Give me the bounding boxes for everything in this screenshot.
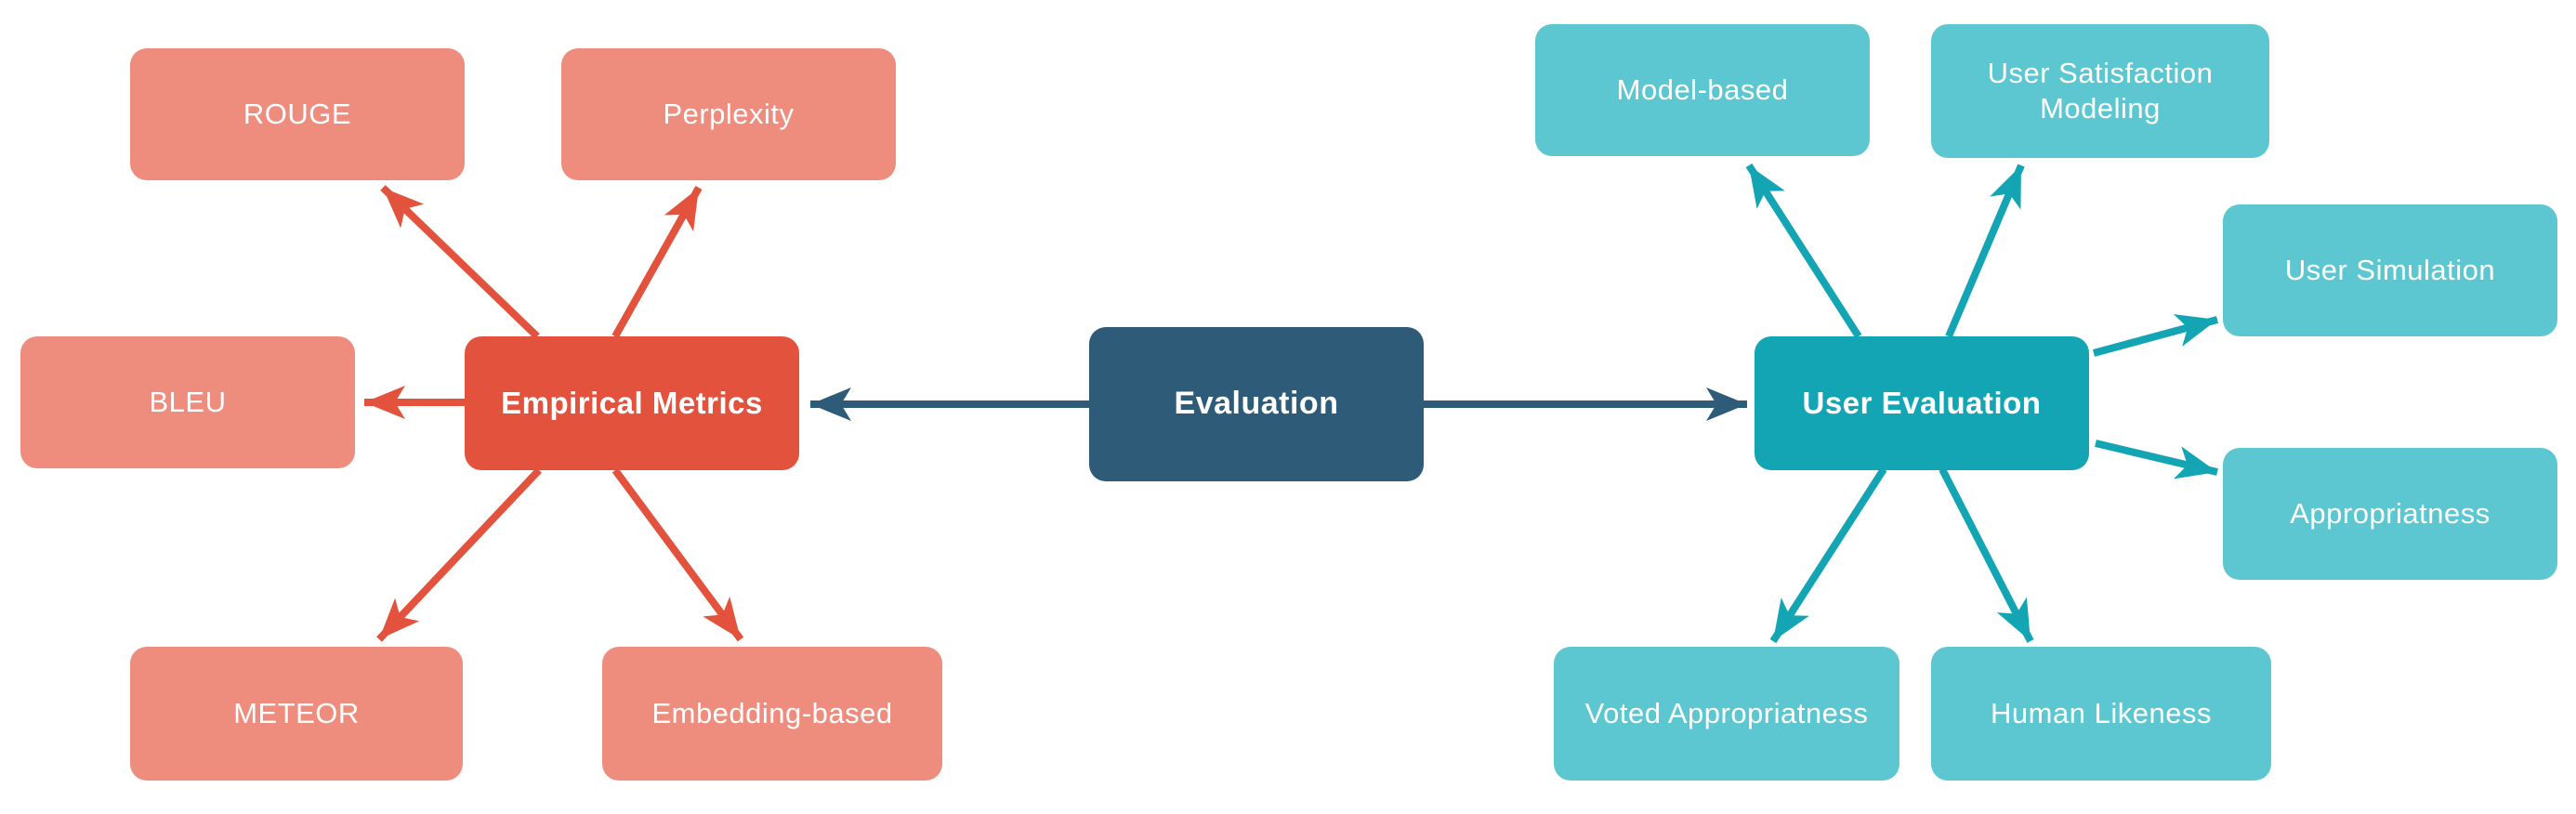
edge-user-evaluation-to-human-likeness bbox=[1939, 467, 2034, 643]
node-label-evaluation: Evaluation bbox=[1174, 386, 1339, 422]
node-label-embedding-based: Embedding-based bbox=[651, 697, 893, 730]
node-label-appropriatness: Appropriatness bbox=[2290, 497, 2491, 531]
edge-empirical-metrics-to-rouge bbox=[380, 185, 540, 339]
node-model-based: Model-based bbox=[1535, 24, 1870, 156]
node-label-user-simulation: User Simulation bbox=[2284, 254, 2496, 287]
node-bleu: BLEU bbox=[20, 336, 355, 468]
node-appropriatness: Appropriatness bbox=[2223, 448, 2557, 580]
edge-user-evaluation-to-appropriatness bbox=[2095, 440, 2218, 479]
node-label-model-based: Model-based bbox=[1616, 73, 1789, 107]
node-label-empirical-metrics: Empirical Metrics bbox=[501, 385, 763, 420]
node-label-user-evaluation: User Evaluation bbox=[1802, 385, 2042, 420]
node-user-simulation: User Simulation bbox=[2223, 204, 2557, 336]
node-evaluation: Evaluation bbox=[1089, 327, 1424, 481]
node-voted-appropriatness: Voted Appropriatness bbox=[1554, 647, 1899, 781]
edge-user-evaluation-to-user-simulation bbox=[2092, 314, 2219, 357]
edge-user-evaluation-to-user-satisfaction-modeling bbox=[1945, 164, 2025, 338]
node-label-human-likeness: Human Likeness bbox=[1991, 697, 2212, 730]
node-user-satisfaction-modeling: User Satisfaction Modeling bbox=[1931, 24, 2269, 158]
edge-user-evaluation-to-model-based bbox=[1745, 163, 1862, 339]
node-human-likeness: Human Likeness bbox=[1931, 647, 2271, 781]
node-label-rouge: ROUGE bbox=[243, 98, 352, 131]
node-embedding-based: Embedding-based bbox=[602, 647, 942, 781]
edge-empirical-metrics-to-perplexity bbox=[611, 186, 703, 338]
node-meteor: METEOR bbox=[130, 647, 463, 781]
node-label-meteor: METEOR bbox=[233, 697, 360, 730]
edge-user-evaluation-to-voted-appropriatness bbox=[1769, 466, 1887, 644]
node-rouge: ROUGE bbox=[130, 48, 465, 180]
edge-empirical-metrics-to-meteor bbox=[376, 467, 542, 642]
node-user-evaluation: User Evaluation bbox=[1755, 336, 2089, 470]
node-label-user-satisfaction-modeling: User Satisfaction Modeling bbox=[1987, 57, 2214, 125]
edge-group bbox=[364, 163, 2219, 644]
node-label-voted-appropriatness: Voted Appropriatness bbox=[1584, 697, 1869, 730]
node-perplexity: Perplexity bbox=[561, 48, 896, 180]
node-empirical-metrics: Empirical Metrics bbox=[465, 336, 799, 470]
edge-empirical-metrics-to-embedding-based bbox=[611, 467, 744, 642]
node-label-perplexity: Perplexity bbox=[663, 98, 795, 131]
node-label-bleu: BLEU bbox=[149, 386, 227, 419]
